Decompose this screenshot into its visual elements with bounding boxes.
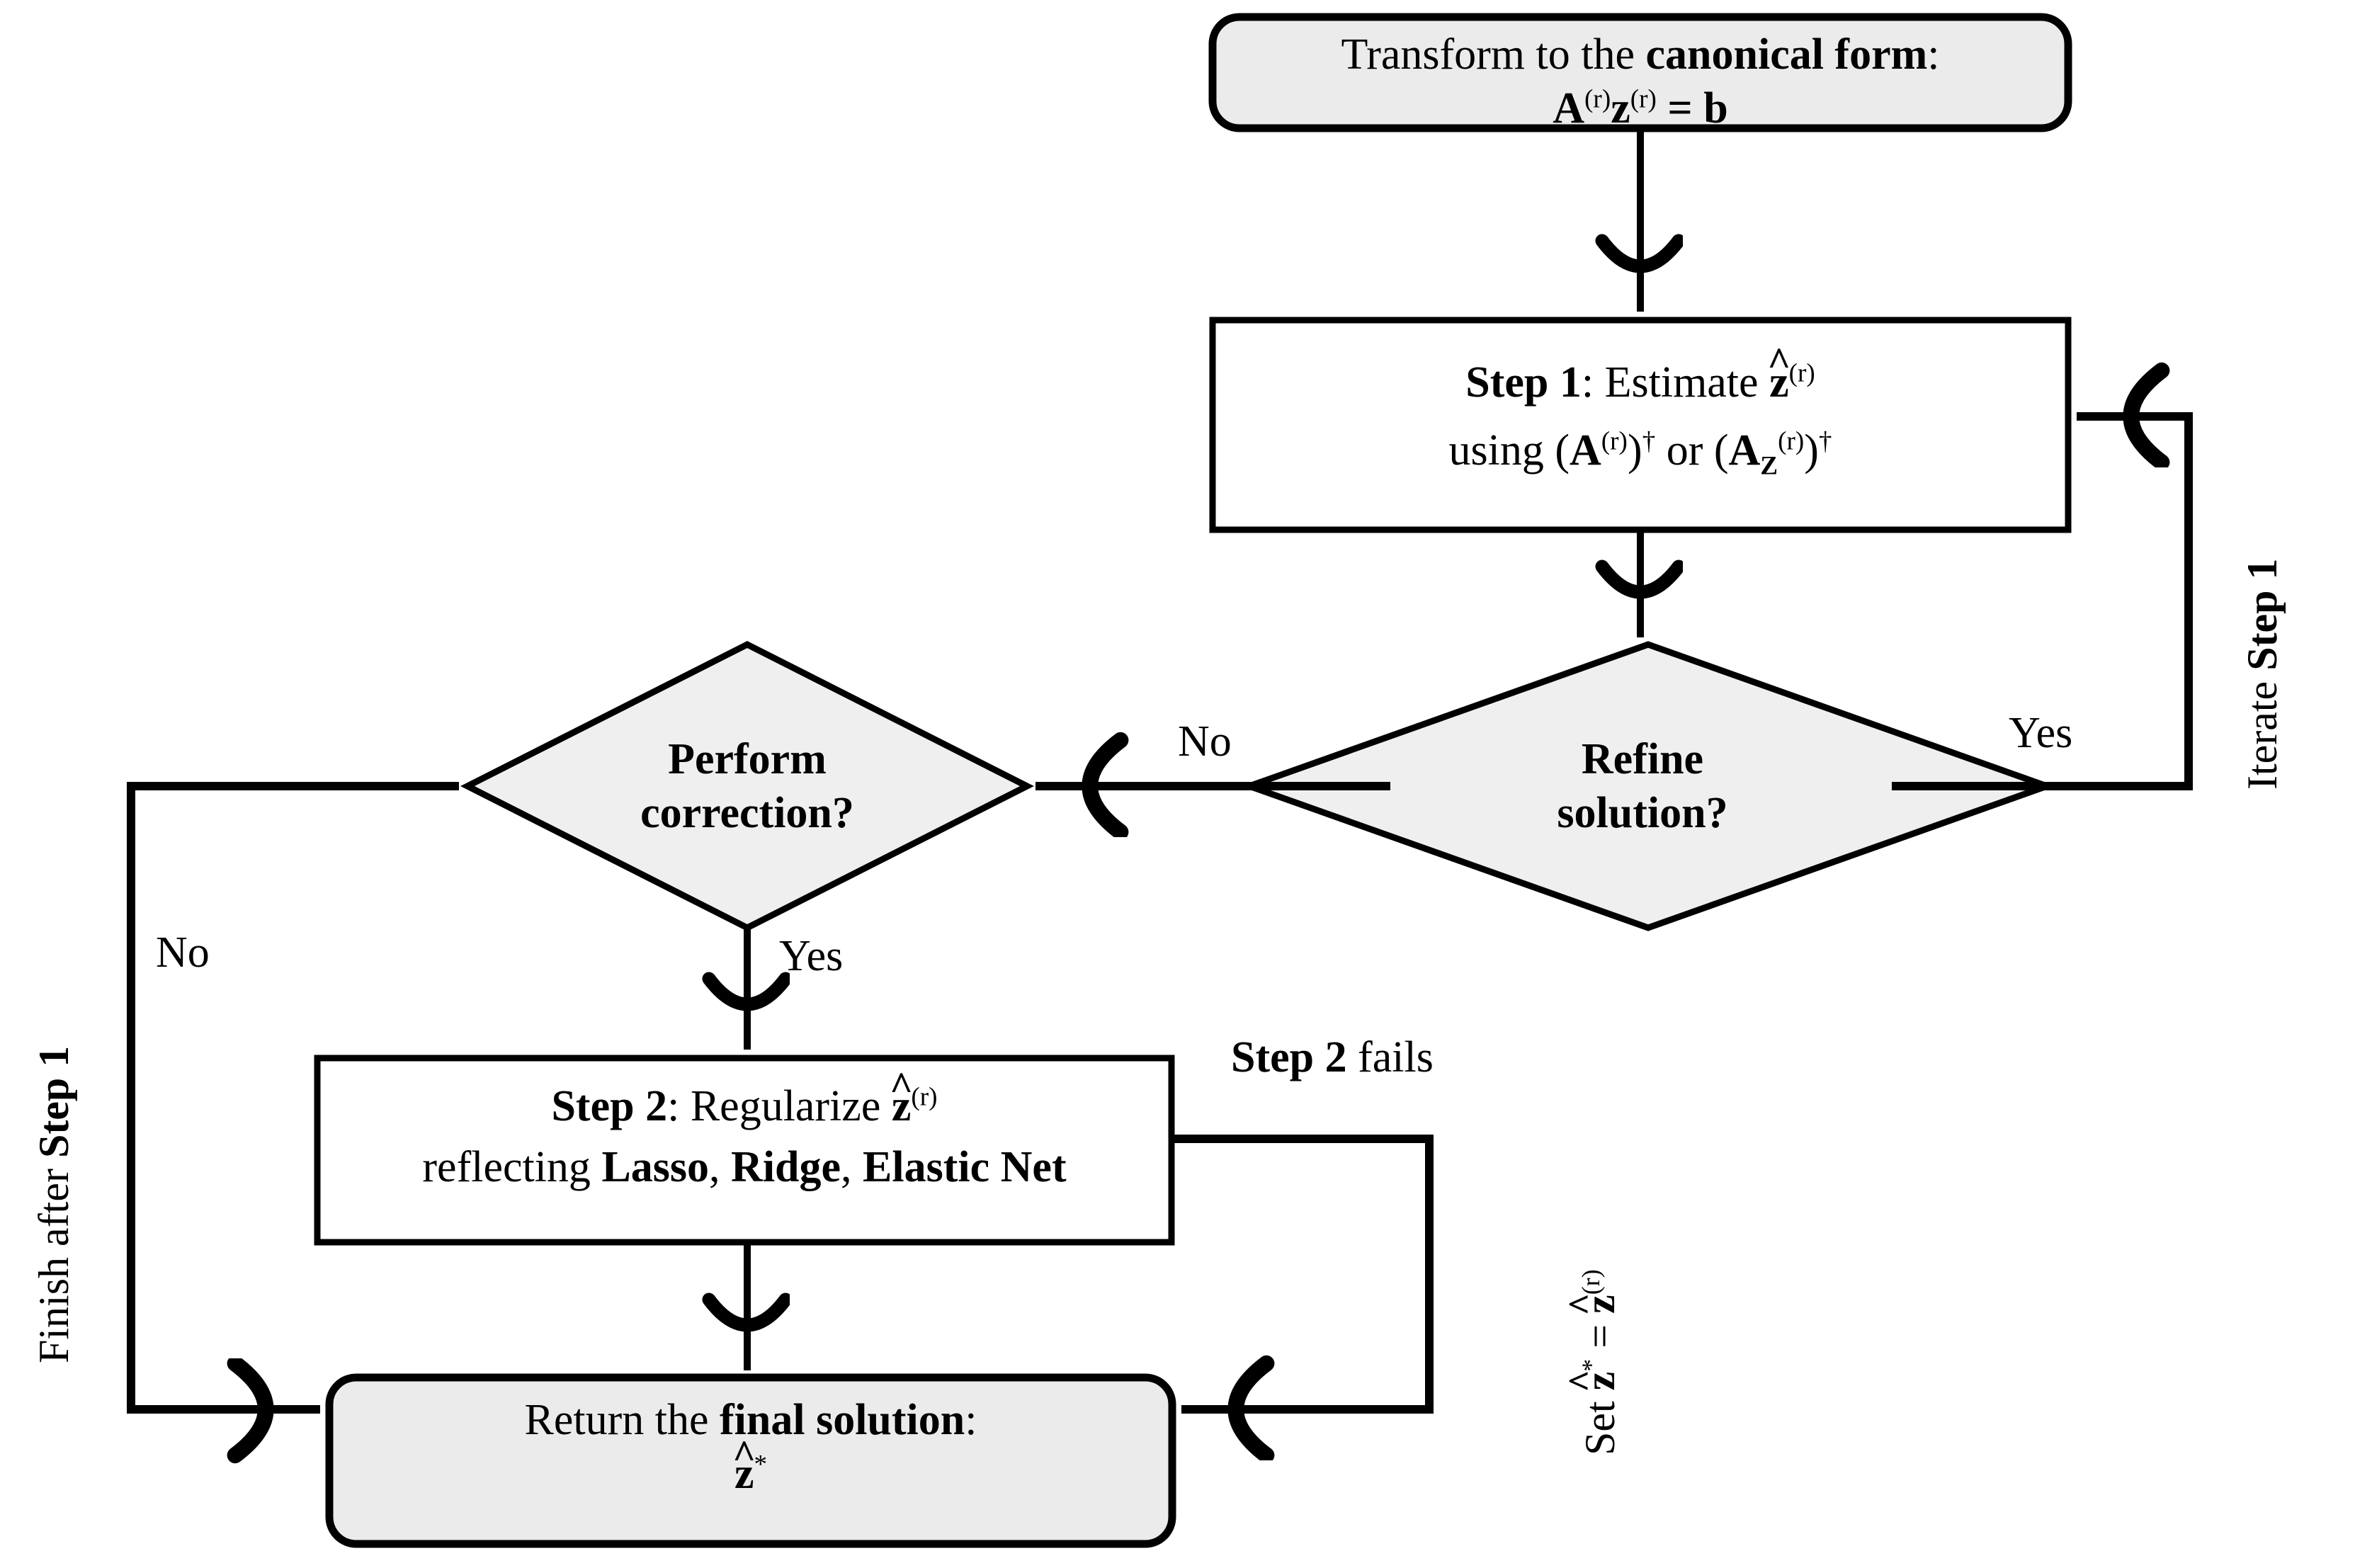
node-final-shape [325, 1373, 1176, 1548]
edge-step2-fails-to-final [1171, 1135, 1434, 1409]
node-transform-shape [1208, 13, 2072, 132]
node-step1-shape [1209, 317, 2072, 533]
node-step2-shape [314, 1055, 1175, 1246]
node-correction-shape [460, 640, 1034, 932]
edge-correction-no-to-final [127, 782, 459, 1409]
edge-refine-yes-loop [1892, 416, 2193, 790]
